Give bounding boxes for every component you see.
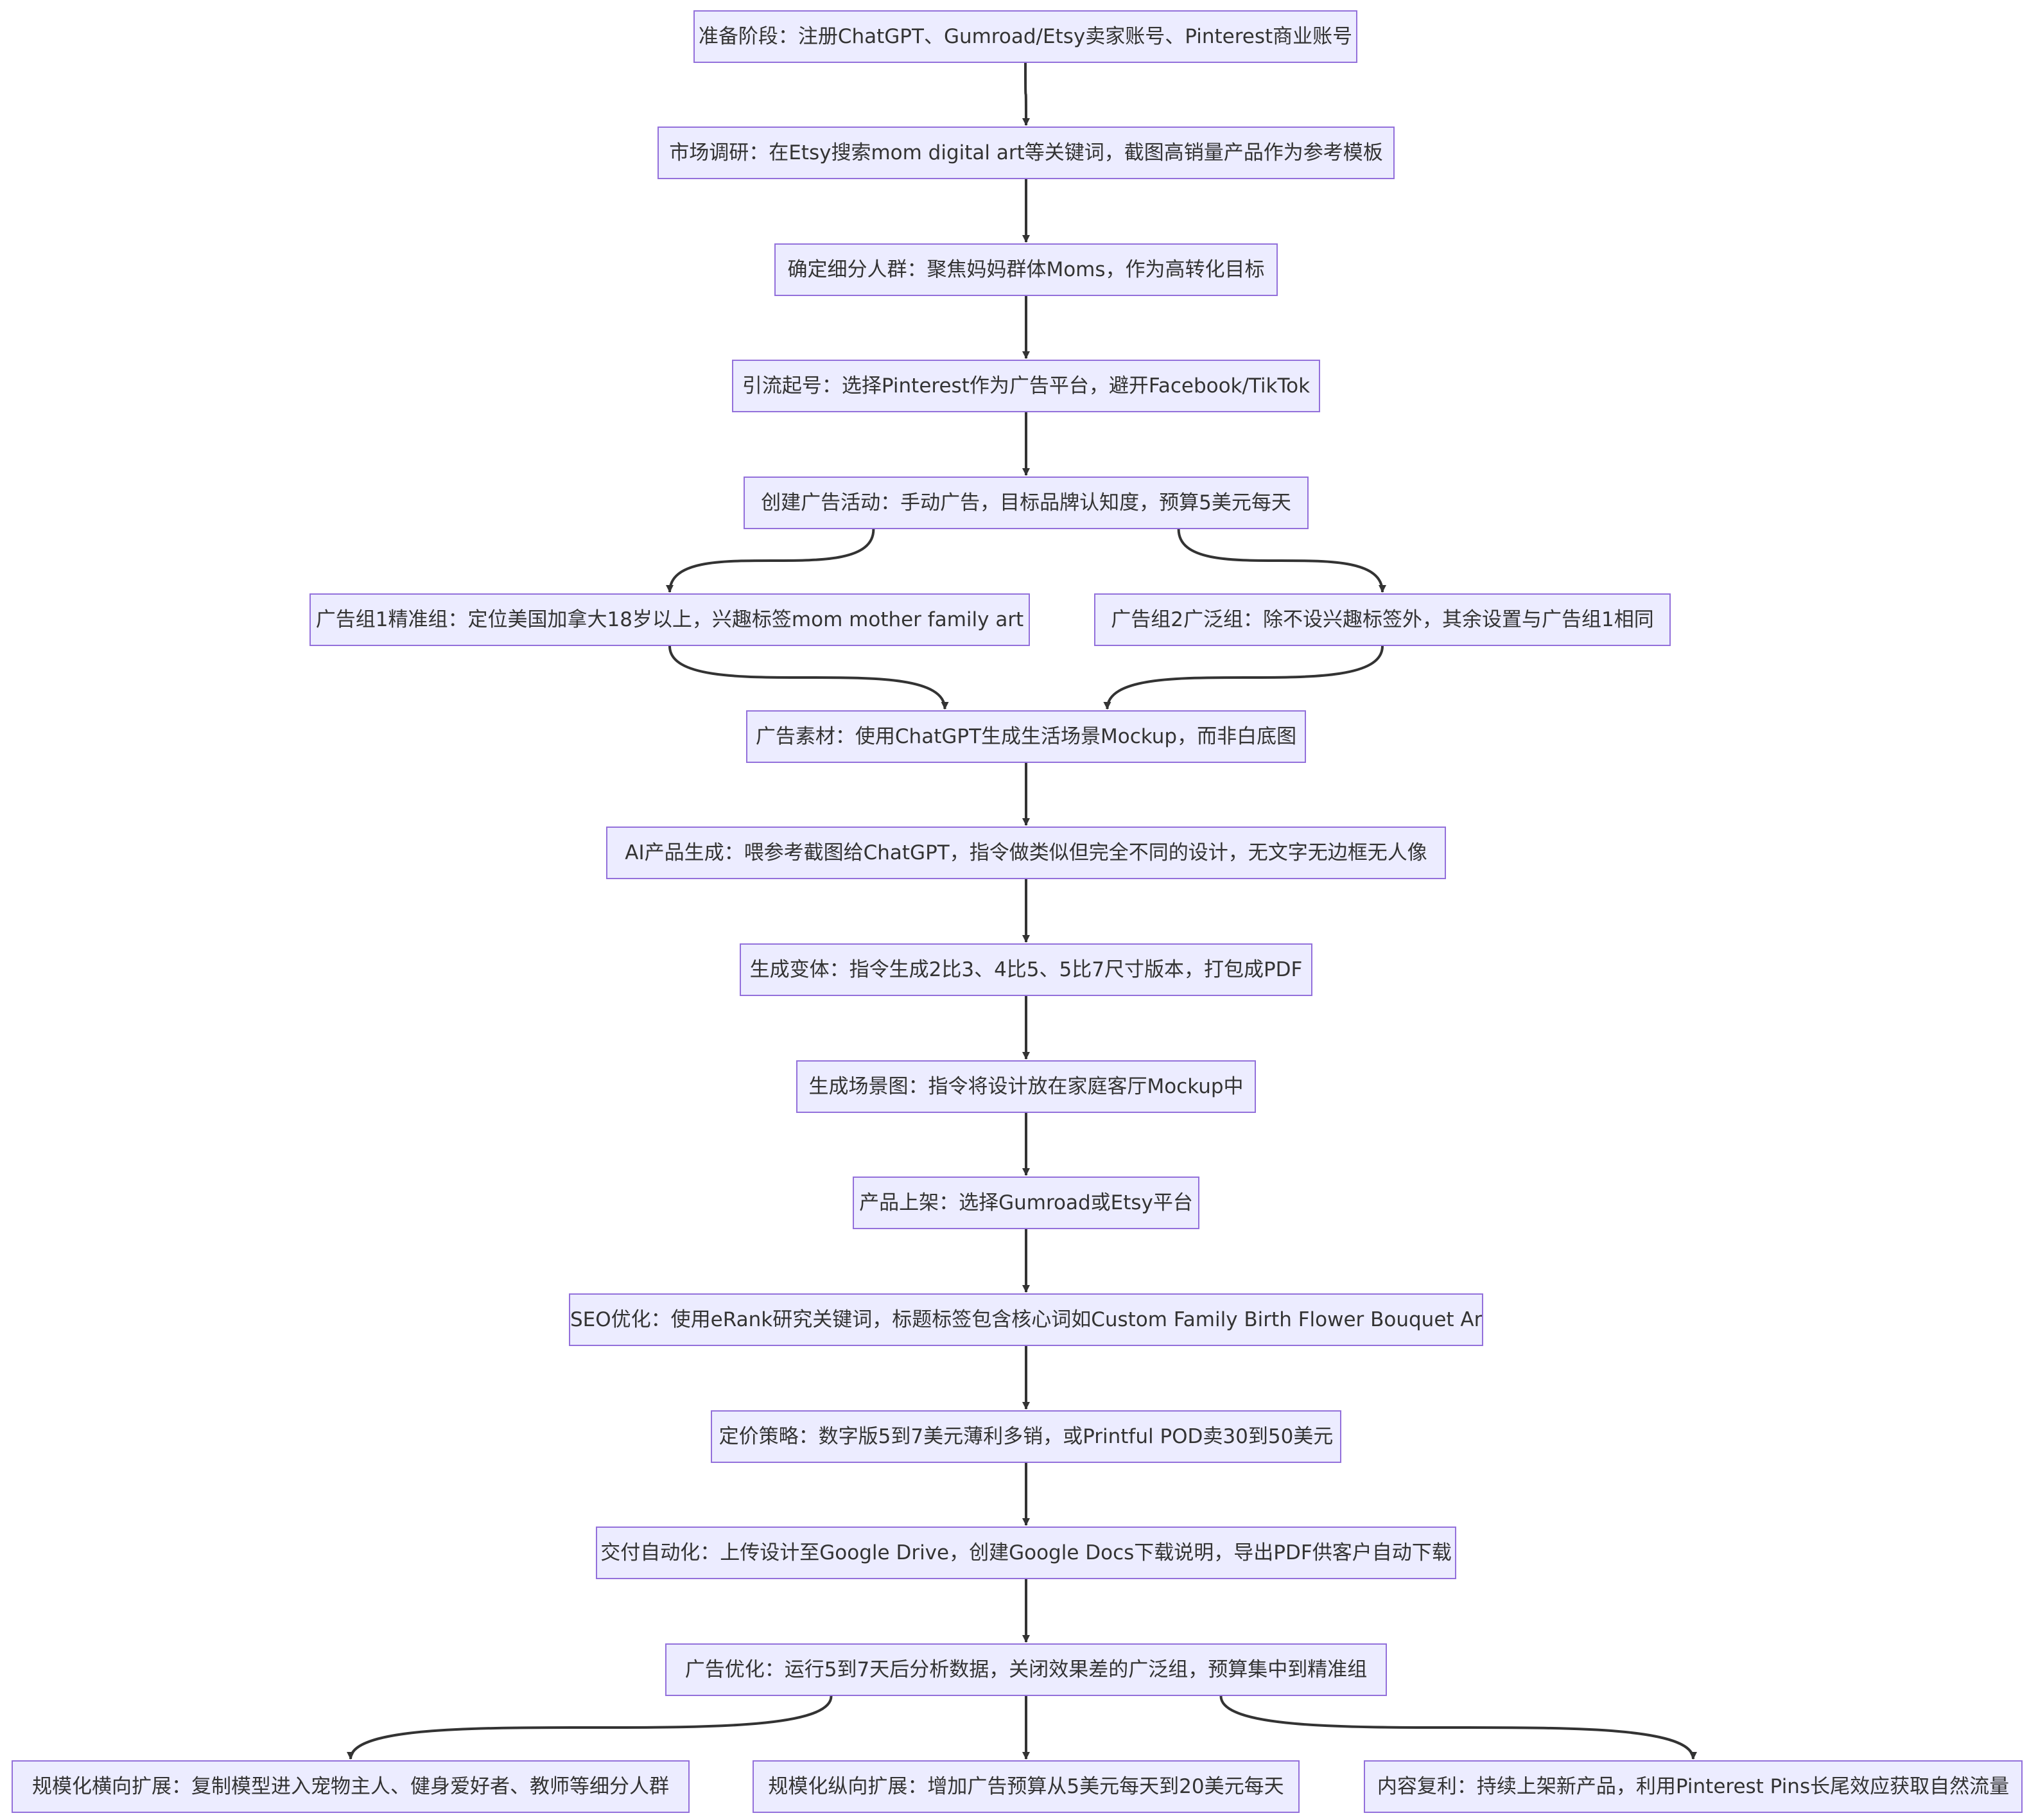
step-product-listing: 产品上架：选择Gumroad或Etsy平台 [853, 1177, 1199, 1229]
edge-n5-to-n7 [1177, 529, 1386, 593]
step-ad-creative: 广告素材：使用ChatGPT生成生活场景Mockup，而非白底图 [746, 710, 1306, 763]
step-generate-variants: 生成变体：指令生成2比3、4比5、5比7尺寸版本，打包成PDF [740, 943, 1312, 996]
step-content-compounding: 内容复利：持续上架新产品，利用Pinterest Pins长尾效应获取自然流量 [1364, 1760, 2023, 1813]
edge-n5-to-n6 [666, 529, 875, 593]
step-vertical-scaling: 规模化纵向扩展：增加广告预算从5美元每天到20美元每天 [753, 1760, 1300, 1813]
edge-n16-to-n17 [347, 1695, 833, 1760]
step-generate-scene: 生成场景图：指令将设计放在家庭客厅Mockup中 [796, 1060, 1256, 1113]
step-traffic-platform: 引流起号：选择Pinterest作为广告平台，避开Facebook/TikTok [732, 360, 1320, 412]
step-market-research: 市场调研：在Etsy搜索mom digital art等关键词，截图高销量产品作… [657, 127, 1395, 179]
step-horizontal-scaling: 规模化横向扩展：复制模型进入宠物主人、健身爱好者、教师等细分人群 [12, 1760, 690, 1813]
step-ai-product-generation: AI产品生成：喂参考截图给ChatGPT，指令做类似但完全不同的设计，无文字无边… [606, 827, 1446, 879]
step-create-campaign: 创建广告活动：手动广告，目标品牌认知度，预算5美元每天 [744, 477, 1309, 529]
edge-n6-to-n8 [668, 645, 949, 710]
edge-n7-to-n8 [1103, 645, 1384, 710]
edge-n1-to-n2 [1022, 62, 1030, 126]
step-preparation: 准备阶段：注册ChatGPT、Gumroad/Etsy卖家账号、Pinteres… [693, 10, 1357, 63]
step-seo-optimization: SEO优化：使用eRank研究关键词，标题标签包含核心词如Custom Fami… [569, 1293, 1483, 1346]
step-pricing-strategy: 定价策略：数字版5到7美元薄利多销，或Printful POD卖30到50美元 [711, 1410, 1341, 1463]
edge-n16-to-n19 [1219, 1695, 1697, 1760]
step-ad-optimization: 广告优化：运行5到7天后分析数据，关闭效果差的广泛组，预算集中到精准组 [665, 1643, 1387, 1696]
step-ad-group-broad: 广告组2广泛组：除不设兴趣标签外，其余设置与广告组1相同 [1094, 593, 1671, 646]
step-target-segment: 确定细分人群：聚焦妈妈群体Moms，作为高转化目标 [774, 243, 1278, 296]
step-ad-group-precise: 广告组1精准组：定位美国加拿大18岁以上，兴趣标签mom mother fami… [309, 593, 1030, 646]
step-delivery-automation: 交付自动化：上传设计至Google Drive，创建Google Docs下载说… [596, 1527, 1456, 1579]
